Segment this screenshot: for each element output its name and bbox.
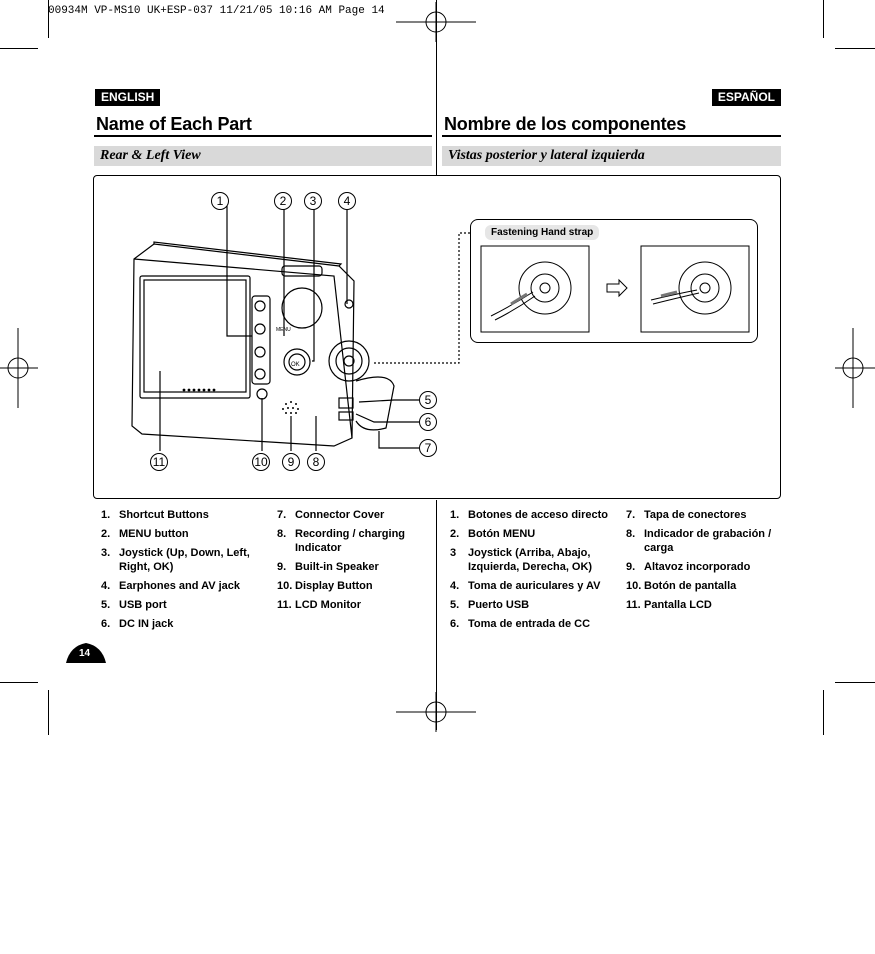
list-item: 10.Botón de pantalla: [626, 580, 737, 592]
list-item: 8.Recording / charging Indicator: [277, 528, 406, 554]
list-item: 6.Toma de entrada de CC: [450, 618, 591, 630]
english-title: Name of Each Part: [96, 114, 252, 134]
spanish-section-bar: Vistas posterior y lateral izquierda: [442, 146, 781, 166]
list-item: 4.Earphones and AV jack: [101, 580, 241, 592]
list-item: 1.Shortcut Buttons: [101, 509, 209, 521]
list-item: 10.Display Button: [277, 580, 373, 592]
print-header: 00934M VP-MS10 UK+ESP-037 11/21/05 10:16…: [48, 5, 385, 17]
page-number: 14: [79, 648, 91, 659]
callout-10: 10: [252, 453, 270, 471]
spanish-list-col2: 7.Tapa de conectores 8.Indicador de grab…: [626, 508, 778, 617]
list-item: 5.Puerto USB: [450, 599, 530, 611]
page-number-badge: [66, 643, 106, 663]
callout-11: 11: [150, 453, 168, 471]
list-item: 1.Botones de acceso directo: [450, 509, 608, 521]
list-item: 4.Toma de auriculares y AV: [450, 580, 601, 592]
callout-9: 9: [282, 453, 300, 471]
spanish-title-rule: [442, 135, 781, 137]
english-title-rule: [94, 135, 432, 137]
callout-5: 5: [419, 391, 437, 409]
list-item: 8.Indicador de grabación / carga: [626, 528, 772, 554]
camera-illustration: OK MENU: [131, 206, 470, 451]
strap-panel: Fastening Hand strap: [470, 219, 758, 343]
list-item: 11.Pantalla LCD: [626, 599, 712, 611]
list-item: 9.Altavoz incorporado: [626, 561, 751, 573]
strap-label: Fastening Hand strap: [485, 225, 600, 240]
list-item: 3.Joystick (Up, Down, Left, Right, OK): [101, 547, 250, 573]
spanish-title: Nombre de los componentes: [444, 114, 687, 134]
english-badge: ENGLISH: [95, 89, 161, 106]
list-item: 7.Tapa de conectores: [626, 509, 747, 521]
callout-6: 6: [419, 413, 437, 431]
english-list-col2: 7.Connector Cover 8.Recording / charging…: [277, 508, 427, 617]
list-item: 6.DC IN jack: [101, 618, 174, 630]
callout-7: 7: [419, 439, 437, 457]
callout-2: 2: [274, 192, 292, 210]
callout-3: 3: [304, 192, 322, 210]
english-list-col1: 1.Shortcut Buttons 2.MENU button 3.Joyst…: [101, 508, 261, 636]
english-section-bar: Rear & Left View: [94, 146, 432, 166]
callout-8: 8: [307, 453, 325, 471]
spanish-badge: ESPAÑOL: [711, 89, 781, 106]
ok-label: OK: [291, 362, 300, 368]
figure-frame: OK MENU 1 2 3 4 5 6 7 8 9 10 11 Fastenin…: [93, 175, 781, 499]
list-item: 11.LCD Monitor: [277, 599, 361, 611]
callout-4: 4: [338, 192, 356, 210]
list-item: 9.Built-in Speaker: [277, 561, 379, 573]
list-item: 7.Connector Cover: [277, 509, 385, 521]
menu-label: MENU: [276, 327, 291, 333]
list-item: 2.MENU button: [101, 528, 189, 540]
list-item: 5.USB port: [101, 599, 167, 611]
callout-1: 1: [211, 192, 229, 210]
spanish-list-col1: 1.Botones de acceso directo 2.Botón MENU…: [450, 508, 610, 636]
list-item: 2.Botón MENU: [450, 528, 536, 540]
strap-illustration: [480, 245, 750, 333]
